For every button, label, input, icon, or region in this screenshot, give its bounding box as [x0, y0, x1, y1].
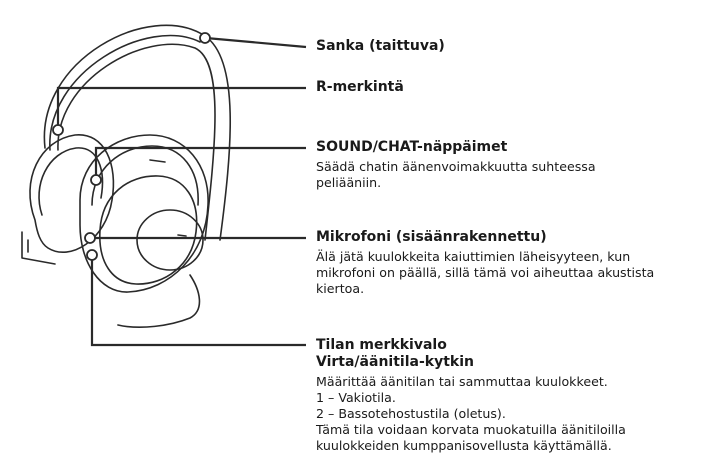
power-mode-switch-title: Virta/äänitila-kytkin	[316, 354, 474, 370]
microphone-description: Älä jätä kuulokkeita kaiuttimien läheisy…	[316, 249, 655, 296]
status-switch-description: Määrittää äänitilan tai sammuttaa kuulok…	[316, 374, 626, 453]
headband-inner	[57, 43, 216, 241]
label-sound-chat: SOUND/CHAT-näppäimet Säädä chatin äänenv…	[316, 139, 708, 191]
left-earcup	[29, 134, 115, 253]
label-headband: Sanka (taittuva)	[316, 38, 708, 55]
leader-sound-chat	[94, 146, 306, 178]
label-microphone: Mikrofoni (sisäänrakennettu) Älä jätä ku…	[316, 229, 708, 297]
microphone-title: Mikrofoni (sisäänrakennettu)	[316, 229, 547, 245]
leader-headband	[205, 36, 307, 49]
sound-chat-title: SOUND/CHAT-näppäimet	[316, 139, 508, 155]
label-status-switch: Tilan merkkivalo Virta/äänitila-kytkin M…	[316, 337, 708, 454]
r-mark-title: R-merkintä	[316, 79, 404, 95]
headband-title: Sanka (taittuva)	[316, 38, 445, 54]
sound-chat-description: Säädä chatin äänenvoimakkuutta suhteessa…	[316, 159, 596, 190]
leader-status-switch	[90, 258, 306, 347]
marker-headband	[199, 32, 211, 44]
label-r-mark: R-merkintä	[316, 79, 708, 96]
status-light-title: Tilan merkkivalo	[316, 337, 447, 353]
marker-r-mark	[52, 124, 64, 136]
marker-status-switch	[86, 249, 98, 261]
marker-sound-chat	[90, 174, 102, 186]
right-earcup	[79, 134, 209, 293]
leader-r-mark	[56, 86, 306, 130]
marker-microphone	[84, 232, 96, 244]
headband-outer	[43, 24, 232, 241]
